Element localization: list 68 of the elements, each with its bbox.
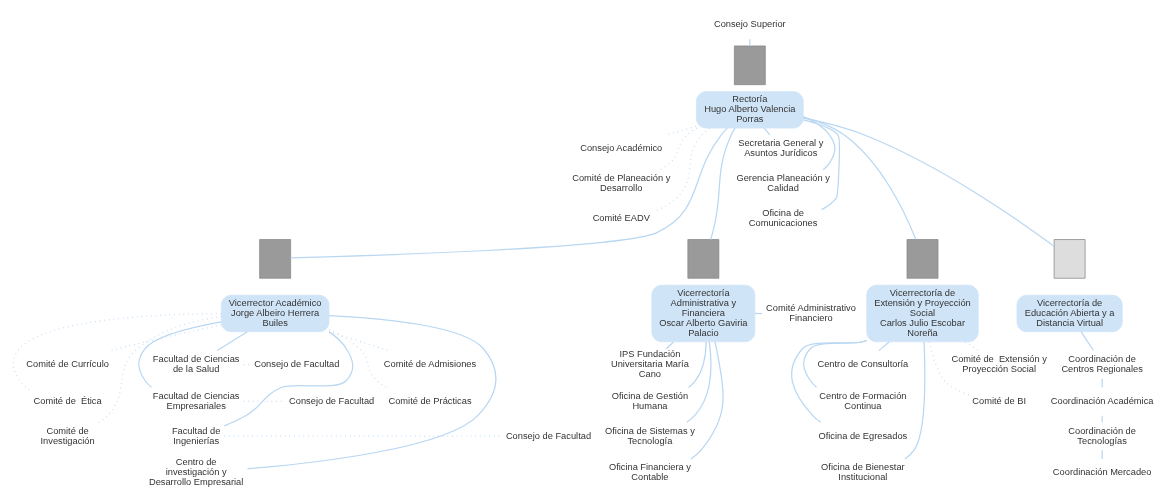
node-text: Coordinación de Tecnologías — [1067, 425, 1136, 446]
node-text: Comité de Investigación — [40, 425, 95, 446]
node-box — [906, 239, 938, 279]
node-text: Facultad de Ciencias de la Salud — [152, 353, 239, 375]
node-text: Comité de Ética — [33, 395, 102, 406]
node-text: Facultad de Ingenierías — [171, 425, 220, 446]
node-box: Vicerrectoría de Extensión y Proyección Social Carlos Julio Escobar Noreña — [865, 284, 979, 343]
connector — [903, 341, 925, 460]
node-text: Comité de Currículo — [25, 359, 109, 369]
connector — [709, 127, 736, 241]
connector — [802, 119, 840, 211]
node-text: Centro de Consultoría — [816, 359, 908, 369]
node-text: Comité de BI — [971, 395, 1026, 406]
connector — [802, 116, 916, 240]
node-text: Gerencia Planeación y Calidad — [735, 173, 830, 194]
connector — [1101, 378, 1103, 388]
node-text: Coordinación Mercadeo — [1052, 467, 1151, 478]
connector — [802, 116, 835, 171]
node-text: Centro de investigación y Desarrollo Empresarial — [148, 457, 243, 488]
connector — [327, 329, 387, 388]
connector — [216, 331, 248, 352]
connector — [1101, 449, 1103, 460]
connector — [1080, 331, 1094, 352]
connector — [246, 314, 496, 470]
node-text: Comité de Admisiones — [383, 359, 476, 369]
node-text: Comité de Planeación y Desarrollo — [571, 173, 670, 194]
node-box: Vicerrectoría de Educación Abierta y a Distancia Virtual — [1016, 294, 1123, 333]
node-text: Consejo de Facultad — [288, 395, 374, 406]
node-text: Coordinación Académica — [1050, 395, 1153, 406]
node-text: Oficina de Bienestar Institucional — [820, 462, 905, 483]
node-box: Rectoría Hugo Alberto Valencia Porras — [695, 91, 804, 129]
node-text: Comité EADV — [592, 213, 650, 224]
connector — [289, 127, 728, 259]
node-box: Vicerrectoría Administrativa y Financiera Oscar Alberto Gaviria Palacio — [650, 284, 755, 343]
node-text: Comité Administrativo Financiero — [765, 302, 856, 323]
connector — [1101, 415, 1103, 423]
connector — [877, 341, 890, 352]
node-text: Comité de Extensión y Proyección Social — [950, 353, 1047, 375]
node-text: Coordinación de Centros Regionales — [1060, 353, 1143, 375]
node-text: Oficina de Comunicaciones — [748, 208, 817, 229]
connector — [689, 341, 724, 460]
node-text: Facultad de Ciencias Empresariales — [152, 390, 239, 411]
node-text: Consejo de Facultad — [505, 430, 591, 441]
node-text: Consejo Superior — [713, 19, 786, 30]
connector — [665, 341, 674, 350]
connector — [790, 340, 867, 423]
node-box: Vicerrector Académico Jorge Albeiro Herrera Builes — [220, 294, 329, 333]
node-text: Consejo Académico — [579, 143, 662, 154]
node-text: Comité de Prácticas — [387, 395, 472, 406]
node-text: IPS Fundación Universitaria María Cano — [610, 348, 689, 380]
node-box — [687, 239, 719, 279]
node-text: Secretaria General y Asuntos Jurídicos — [737, 138, 823, 159]
connector — [687, 341, 707, 389]
connector — [802, 117, 1055, 247]
node-box — [733, 45, 766, 86]
connector — [685, 341, 711, 423]
node-text: Oficina de Gestión Humana — [611, 390, 688, 411]
connector — [223, 331, 353, 427]
node-text: Oficina Financiera y Contable — [608, 462, 691, 483]
connector — [665, 125, 697, 136]
node-text: Centro de Formación Continua — [818, 390, 906, 411]
node-box — [258, 239, 291, 279]
node-text: Oficina de Sistemas y Tecnología — [604, 425, 695, 446]
node-text: Consejo de Facultad — [253, 359, 339, 369]
connector — [137, 321, 222, 388]
node-text: Oficina de Egresados — [818, 430, 907, 441]
node-box — [1053, 239, 1085, 279]
connector — [763, 127, 770, 136]
